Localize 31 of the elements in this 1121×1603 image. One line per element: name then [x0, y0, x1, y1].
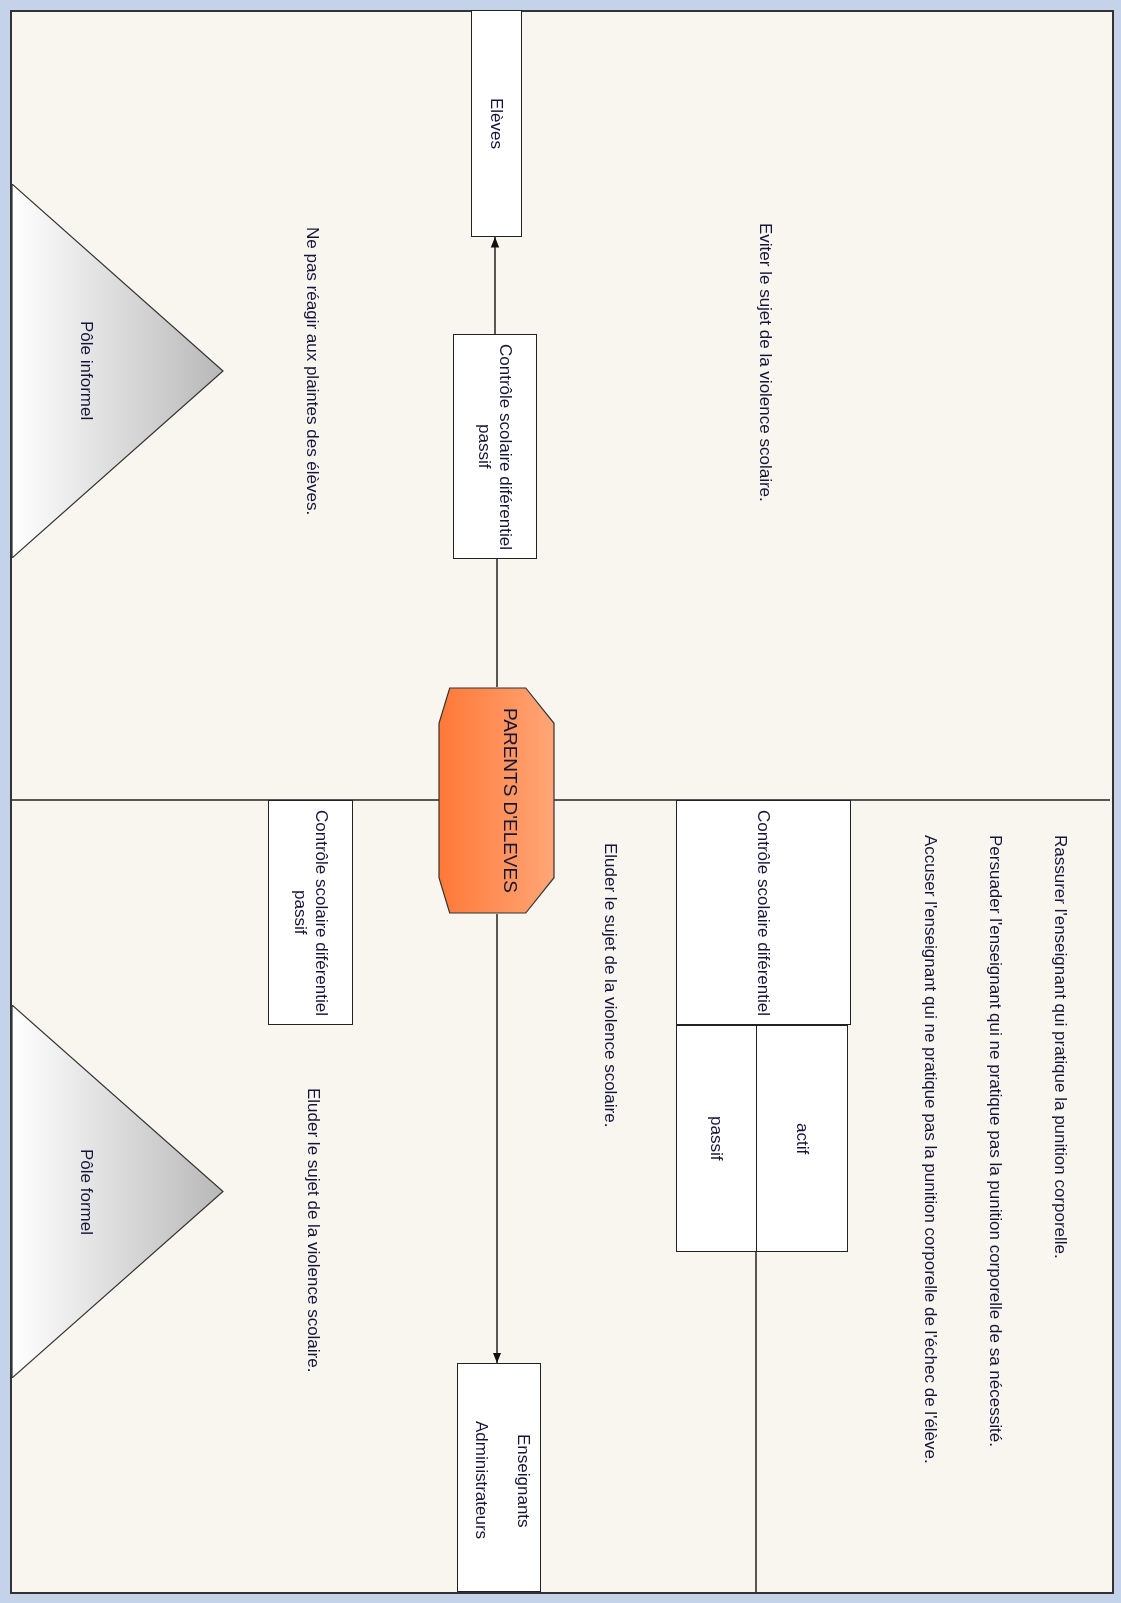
label-box	[676, 800, 851, 1025]
node-label: Pôle informel	[75, 321, 97, 421]
annotation-text: Accuser l'enseignant qui ne pratique pas la punition corporelle de l'échec de l'élève.	[920, 835, 941, 1466]
node-label: Contrôle scolaire diférentiel	[753, 809, 774, 1016]
node-label: Pôle formel	[75, 1148, 97, 1235]
arrow	[490, 236, 500, 335]
pole-triangle	[12, 184, 224, 558]
label-box	[471, 10, 522, 237]
node-label: Contrôle scolaire diférentiel passif	[289, 808, 332, 1018]
node-label: Administrateurs	[471, 1420, 492, 1542]
node-label: Elèves	[486, 98, 507, 149]
connector-line	[496, 558, 498, 688]
annotation-text: Rassurer l'enseignant qui pratique la punition corporelle.	[1050, 835, 1071, 1261]
table-cell	[756, 1025, 848, 1252]
label-box	[457, 1363, 541, 1592]
label-box	[268, 800, 353, 1025]
annotation-text: Ne pas réagir aux plaintes des élèves.	[302, 227, 323, 518]
node-label: actif	[791, 1122, 813, 1155]
annotation-text: Eluder le sujet de la violence scolaire.	[600, 843, 621, 1130]
annotation-text: Eviter le sujet de la violence scolaire.	[755, 223, 776, 504]
node-label: Contrôle scolaire diférentiel passif	[474, 342, 516, 552]
node-label: PARENTS D'ELEVES	[498, 708, 522, 893]
node-label: passif	[706, 1116, 727, 1161]
pole-triangle	[12, 1005, 224, 1378]
table-cell	[676, 1025, 757, 1252]
annotation-text: Persuader l'enseignant qui ne pratique pas la punition corporelle de sa nécessité.	[985, 835, 1006, 1449]
annotation-text: Eluder le sujet de la violence scolaire.	[303, 1088, 324, 1375]
arrow	[492, 913, 502, 1364]
node-label: Enseignants	[513, 1432, 534, 1530]
octagon-node	[438, 687, 555, 914]
label-box	[453, 334, 537, 559]
